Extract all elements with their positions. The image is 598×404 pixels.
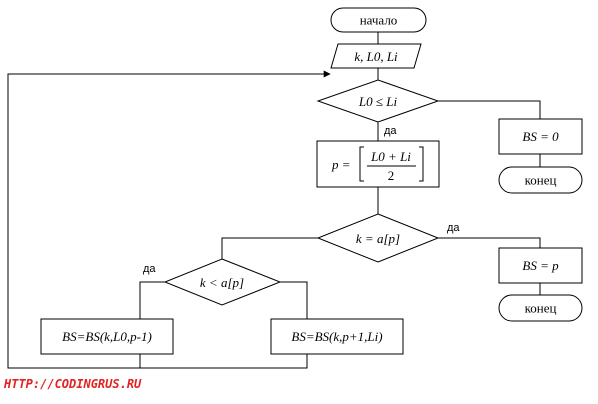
- calc-p-process: [316, 140, 440, 188]
- yes-label-cond1: да: [384, 125, 397, 137]
- recursive-left-process: [40, 318, 174, 355]
- end-label-2: конец: [525, 301, 557, 316]
- start-terminal: [330, 7, 427, 33]
- bracket-right-icon: [419, 146, 424, 182]
- condition-k-lt-ap: [163, 258, 282, 306]
- condition-l0-le-li: [316, 79, 440, 123]
- connectors: [7, 32, 541, 369]
- input-parallelogram: [330, 43, 422, 69]
- bracket-left-icon: [359, 146, 364, 182]
- watermark[interactable]: HTTP://CODINGRUS.RU: [3, 377, 142, 391]
- recursive-left-label: BS=BS(k,L0,p-1): [62, 329, 152, 344]
- yes-label-cond3: да: [143, 263, 156, 275]
- calc-p-denominator: 2: [388, 168, 395, 183]
- input-label: k, L0, Li: [354, 49, 398, 64]
- end-terminal-2: [498, 294, 583, 322]
- start-label: начало: [360, 13, 398, 28]
- bs-zero-process: [498, 118, 583, 155]
- bs-p-label: BS = p: [522, 258, 559, 273]
- condition-l0-le-li-label: L0 ≤ Li: [358, 94, 398, 109]
- bs-p-process: [498, 247, 583, 284]
- condition-k-eq-ap-label: k = a[p]: [356, 231, 400, 246]
- recursive-right-process: [270, 318, 404, 355]
- calc-p-numerator: L0 + Li: [370, 149, 411, 164]
- recursive-right-label: BS=BS(k,p+1,Li): [291, 329, 382, 344]
- yes-label-cond2: да: [447, 222, 460, 234]
- bs-zero-label: BS = 0: [522, 129, 559, 144]
- calc-p-lhs: p =: [331, 157, 351, 172]
- end-terminal-1: [498, 166, 583, 194]
- condition-k-eq-ap: [316, 213, 440, 263]
- condition-k-lt-ap-label: k < a[p]: [200, 275, 244, 290]
- end-label-1: конец: [525, 173, 557, 188]
